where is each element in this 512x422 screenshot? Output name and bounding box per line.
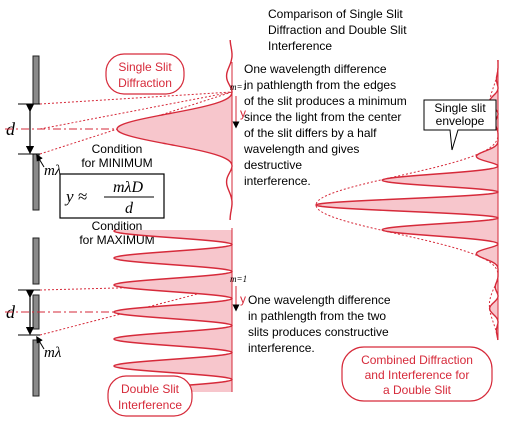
svg-text:slits produces constructive: slits produces constructive [248,325,389,339]
combined-label-box [341,346,493,402]
svg-text:One wavelength difference: One wavelength difference [248,293,391,307]
slit-barrier-top [32,55,40,105]
condition-max-line2: for MAXIMUM [79,233,154,247]
svg-text:in pathlength from the two: in pathlength from the two [248,309,386,323]
svg-text:since the light from the cente: since the light from the center [244,110,401,124]
slit-barrier-bottom [32,153,40,211]
svg-text:interference.: interference. [248,341,315,355]
svg-text:of the slit produces a minimum: of the slit produces a minimum [244,94,407,108]
title-line2: Diffraction and Double Slit [268,23,407,37]
double-slit-label-line2: Interference [118,398,182,412]
combined-label-line2: and Interference for [365,368,470,382]
envelope-label-line1: Single slit [434,101,486,115]
double-slit-explanation: One wavelength difference in pathlength … [248,293,391,355]
m1-label-double: m=1 [230,274,247,284]
single-slit-pattern-curve [116,40,233,220]
single-slit-label-line1: Single Slit [118,60,172,74]
svg-text:in pathlength from the edges: in pathlength from the edges [244,78,396,92]
formula-denominator: d [125,200,134,217]
condition-min-line2: for MINIMUM [81,156,152,170]
condition-max-line1: Condition [92,219,143,233]
y-symbol-double: y [240,292,246,306]
envelope-callout-box [423,99,497,151]
svg-text:destructive: destructive [244,158,302,172]
m-lambda-double: mλ [44,345,62,361]
svg-text:of the slit differs by a half: of the slit differs by a half [244,126,377,140]
single-slit-envelope-curve [315,60,499,341]
double-slit-pattern-fill [114,230,232,392]
condition-min-line1: Condition [92,142,143,156]
double-slit-pattern-curve [113,229,233,393]
svg-text:interference.: interference. [244,174,311,188]
svg-text:wavelength and gives: wavelength and gives [243,142,359,156]
single-slit-label-line2: Diffraction [118,76,172,90]
double-slit-label-line1: Double Slit [121,382,180,396]
formula-lhs: y ≈ [64,187,87,206]
combined-label-line1: Combined Diffraction [361,353,473,367]
title-line3: Interference [268,39,332,53]
double-slit-barrier-bottom [32,339,40,397]
y-symbol-single: y [240,106,246,120]
svg-text:One wavelength difference: One wavelength difference [244,62,387,76]
single-slit-pattern-fill [117,92,232,166]
single-slit-explanation: One wavelength difference in pathlength … [243,62,407,188]
double-slit-label-box [107,375,193,417]
double-slit-barrier-top [32,237,40,285]
m1-label-single: m=1 [230,82,247,92]
formula-box [59,173,165,219]
single-slit-label-box [105,53,185,95]
envelope-label-line2: envelope [436,114,485,128]
formula-numerator: mλD [113,179,143,196]
m-lambda-single: mλ [44,163,62,179]
title-line1: Comparison of Single Slit [268,7,403,21]
combined-pattern-fill [316,60,498,340]
combined-label-line3: a Double Slit [383,383,452,397]
